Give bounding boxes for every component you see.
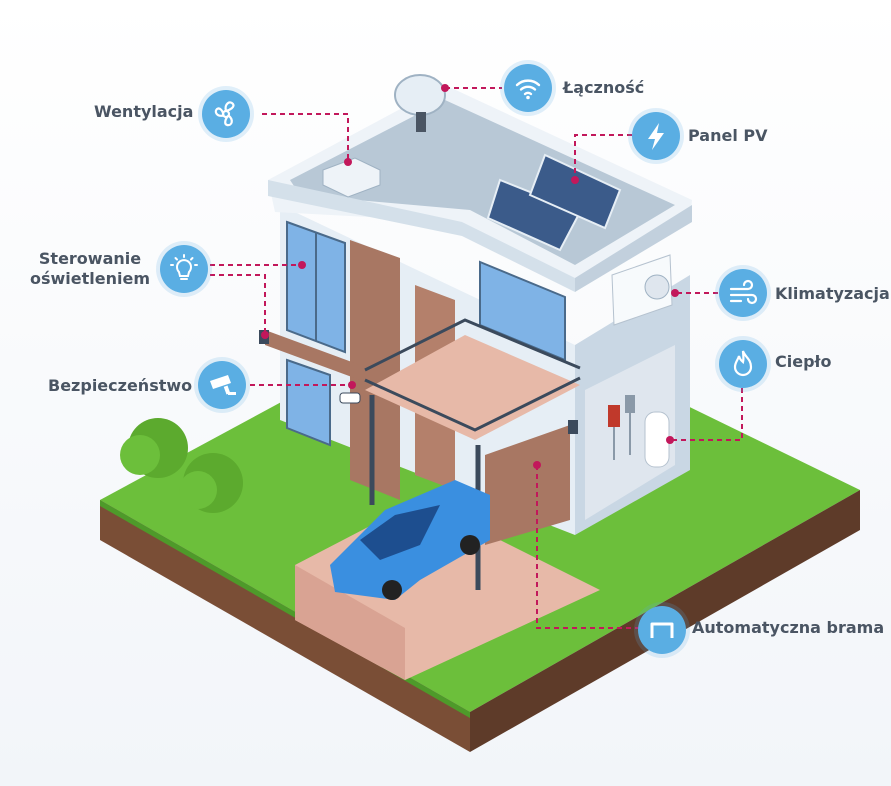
connector-dots (261, 84, 679, 469)
label-bezpieczenstwo: Bezpieczeństwo (48, 376, 193, 395)
connector-lines (210, 87, 743, 629)
label-lacznosc: Łączność (563, 78, 645, 97)
label-wentylacja: Wentylacja (94, 102, 194, 121)
wifi-icon (504, 64, 552, 112)
label-automatyczna-brama: Automatyczna brama (692, 618, 885, 637)
bush-left (120, 418, 188, 478)
label-klimatyzacja: Klimatyzacja (775, 284, 890, 303)
label-sterowanie-line1: Sterowanie (38, 249, 142, 268)
car (330, 480, 490, 600)
security-camera-icon (198, 361, 246, 409)
label-panel-pv: Panel PV (688, 126, 768, 145)
fan-icon (202, 90, 250, 138)
lightbulb-icon (160, 245, 208, 293)
gate-icon (638, 606, 686, 654)
lightning-icon (632, 112, 680, 160)
driveway-edge (295, 565, 405, 680)
label-sterowanie-line2: oświetleniem (30, 269, 151, 288)
label-sterowanie-oswietleniem: Sterowanie oświetleniem (30, 249, 150, 289)
house (259, 74, 692, 590)
label-cieplo: Ciepło (775, 352, 832, 371)
wind-icon (719, 269, 767, 317)
flame-icon (719, 340, 767, 388)
bush-right (179, 453, 243, 513)
